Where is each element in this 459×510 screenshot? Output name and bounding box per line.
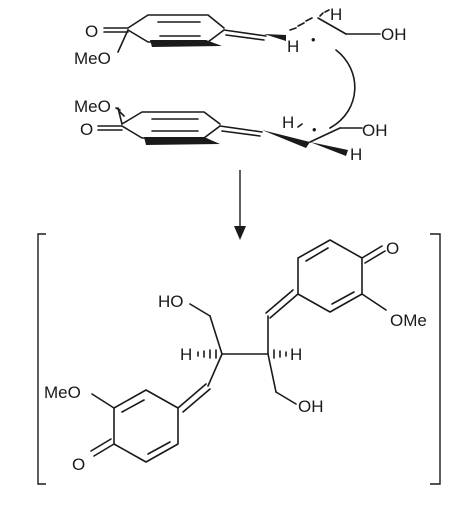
lower-methoxy-bond [91, 393, 115, 409]
lower-oxygen-label: O [72, 455, 85, 474]
bottom-ring-bold-bond [144, 137, 220, 145]
bottom-ch2-bond [309, 127, 341, 143]
coupling-arc [329, 49, 356, 129]
bottom-ring-bonds [121, 111, 221, 125]
lower-exocyclic-bond [177, 383, 207, 409]
bottom-h-vinyl-label: H [282, 113, 294, 132]
reaction-arrow [234, 170, 246, 240]
upper-ch2-bond [209, 315, 223, 355]
bottom-oxygen-label: O [80, 120, 93, 139]
lower-ring-double-2 [147, 441, 171, 455]
top-exocyclic-bond-2 [225, 34, 265, 41]
upper-ring-double-2 [331, 291, 355, 305]
lower-ch2-bond [267, 353, 277, 393]
upper-hydroxyl-label: HO [158, 292, 184, 311]
bottom-radical-dot: • [312, 122, 317, 137]
top-methoxy-bond [117, 29, 129, 53]
top-ring-bonds [127, 14, 225, 29]
lower-carbonyl-bond [93, 443, 115, 457]
top-exocyclic-bond [223, 29, 267, 37]
top-radical-dot: • [311, 32, 316, 47]
top-hydroxyl-label: OH [381, 25, 407, 44]
bottom-methoxy-label: MeO [74, 97, 111, 116]
right-bracket [430, 233, 441, 485]
top-h-hash-1 [319, 12, 324, 17]
left-h-hashes [197, 349, 217, 359]
bottom-exocyclic-bond-2 [221, 130, 261, 137]
top-h-radical-label: H [330, 5, 342, 24]
lower-vinyl-bond [207, 353, 223, 387]
upper-ring [297, 239, 363, 313]
upper-carbonyl-bond-2 [364, 250, 386, 264]
lower-ring-double-1 [121, 399, 145, 413]
top-ch2-bond [317, 17, 347, 35]
upper-carbonyl-bond [361, 245, 383, 259]
product-dimer: O OMe HO H H OH MeO O [44, 239, 427, 474]
bottom-exocyclic-bond [219, 125, 263, 133]
arrow-head [234, 226, 246, 240]
upper-methoxy-bond [361, 293, 387, 311]
bottom-monomer: MeO O H • OH H [74, 97, 388, 164]
top-h-vinyl-label: H [287, 37, 299, 56]
bottom-h-radical-label: H [350, 145, 362, 164]
top-wedge-bond [264, 34, 286, 41]
lower-carbonyl-bond-2 [90, 438, 112, 452]
upper-methoxy-label: OMe [390, 311, 427, 330]
upper-exocyclic-bond [269, 293, 299, 319]
upper-ring-double-1 [305, 247, 329, 262]
left-h-label: H [180, 345, 192, 364]
bottom-wedge-bond [262, 130, 310, 148]
top-ring-bold-bond [150, 40, 222, 47]
top-hash-3 [305, 17, 313, 22]
top-monomer: O MeO H • H OH [74, 5, 407, 68]
left-bracket [37, 233, 46, 485]
bottom-methoxy-hash-1 [119, 111, 125, 117]
top-hash-2 [297, 22, 305, 27]
lower-hydroxyl-label: OH [298, 397, 324, 416]
lower-methoxy-label: MeO [44, 383, 81, 402]
bottom-methoxy-bond [117, 107, 123, 125]
top-hash-1 [289, 27, 297, 31]
top-oxygen-label: O [85, 22, 98, 41]
bottom-ring-bonds-lower [121, 125, 221, 139]
lower-ch2-oh-bond [275, 391, 297, 405]
right-h-label: H [290, 345, 302, 364]
bottom-hydroxyl-label: OH [362, 121, 388, 140]
right-h-hashes [273, 349, 287, 359]
bottom-h-hash-1 [297, 123, 303, 128]
lower-exocyclic-bond-2 [182, 388, 211, 413]
top-methoxy-label: MeO [74, 49, 111, 68]
upper-ch2-oh-bond [189, 303, 211, 317]
upper-oxygen-label: O [386, 239, 399, 258]
top-h-hash-2 [324, 9, 330, 13]
bottom-wedge-h [310, 142, 348, 156]
lower-ring [113, 389, 179, 463]
upper-exocyclic-bond-2 [265, 289, 294, 314]
